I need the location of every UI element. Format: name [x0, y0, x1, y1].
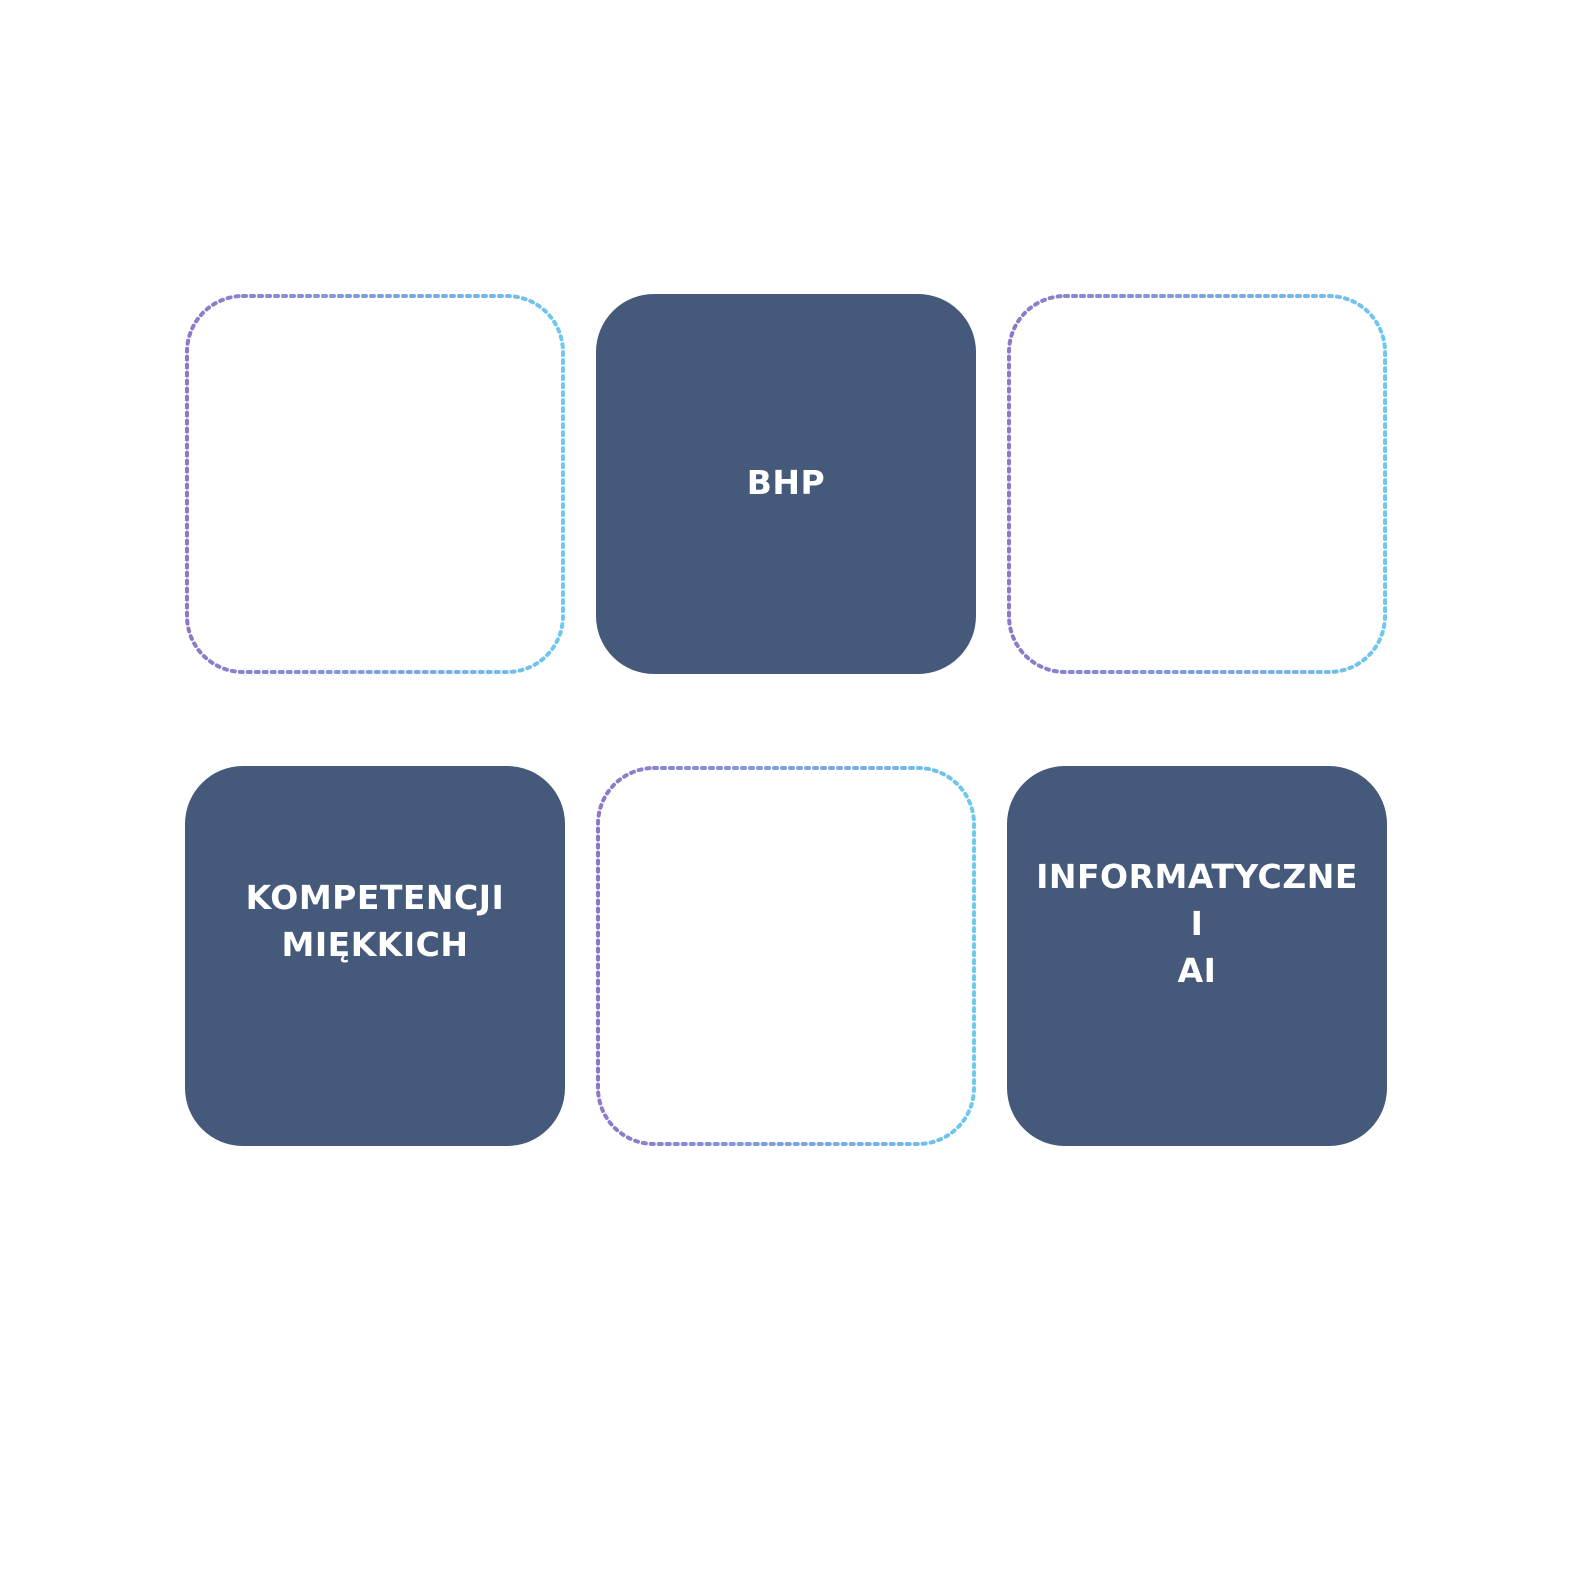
- tile-it-ai-label: INFORMATYCZNE I AI: [1036, 853, 1358, 994]
- tile-it-ai: INFORMATYCZNE I AI: [1007, 766, 1387, 1146]
- tile-soft-skills: KOMPETENCJI MIĘKKICH: [185, 766, 565, 1146]
- dotted-border-top-left: [185, 294, 565, 674]
- dotted-border-top-right: [1007, 294, 1387, 674]
- tile-soft-skills-line-2: MIĘKKICH: [281, 925, 469, 964]
- tile-bhp-line-1: BHP: [746, 462, 826, 502]
- empty-slot-bottom-middle: [596, 766, 976, 1146]
- tile-it-ai-line-3: AI: [1177, 950, 1217, 990]
- tile-soft-skills-label: KOMPETENCJI MIĘKKICH: [246, 874, 505, 968]
- tile-soft-skills-line-1: KOMPETENCJI: [245, 878, 505, 917]
- tile-it-ai-line-1: INFORMATYCZNE: [1036, 856, 1358, 896]
- tile-it-ai-line-2: I: [1190, 903, 1204, 943]
- empty-slot-top-right: [1007, 294, 1387, 674]
- dotted-border-bottom-middle: [596, 766, 976, 1146]
- tile-bhp: BHP: [596, 294, 976, 674]
- tile-bhp-label: BHP: [747, 459, 825, 506]
- empty-slot-top-left: [185, 294, 565, 674]
